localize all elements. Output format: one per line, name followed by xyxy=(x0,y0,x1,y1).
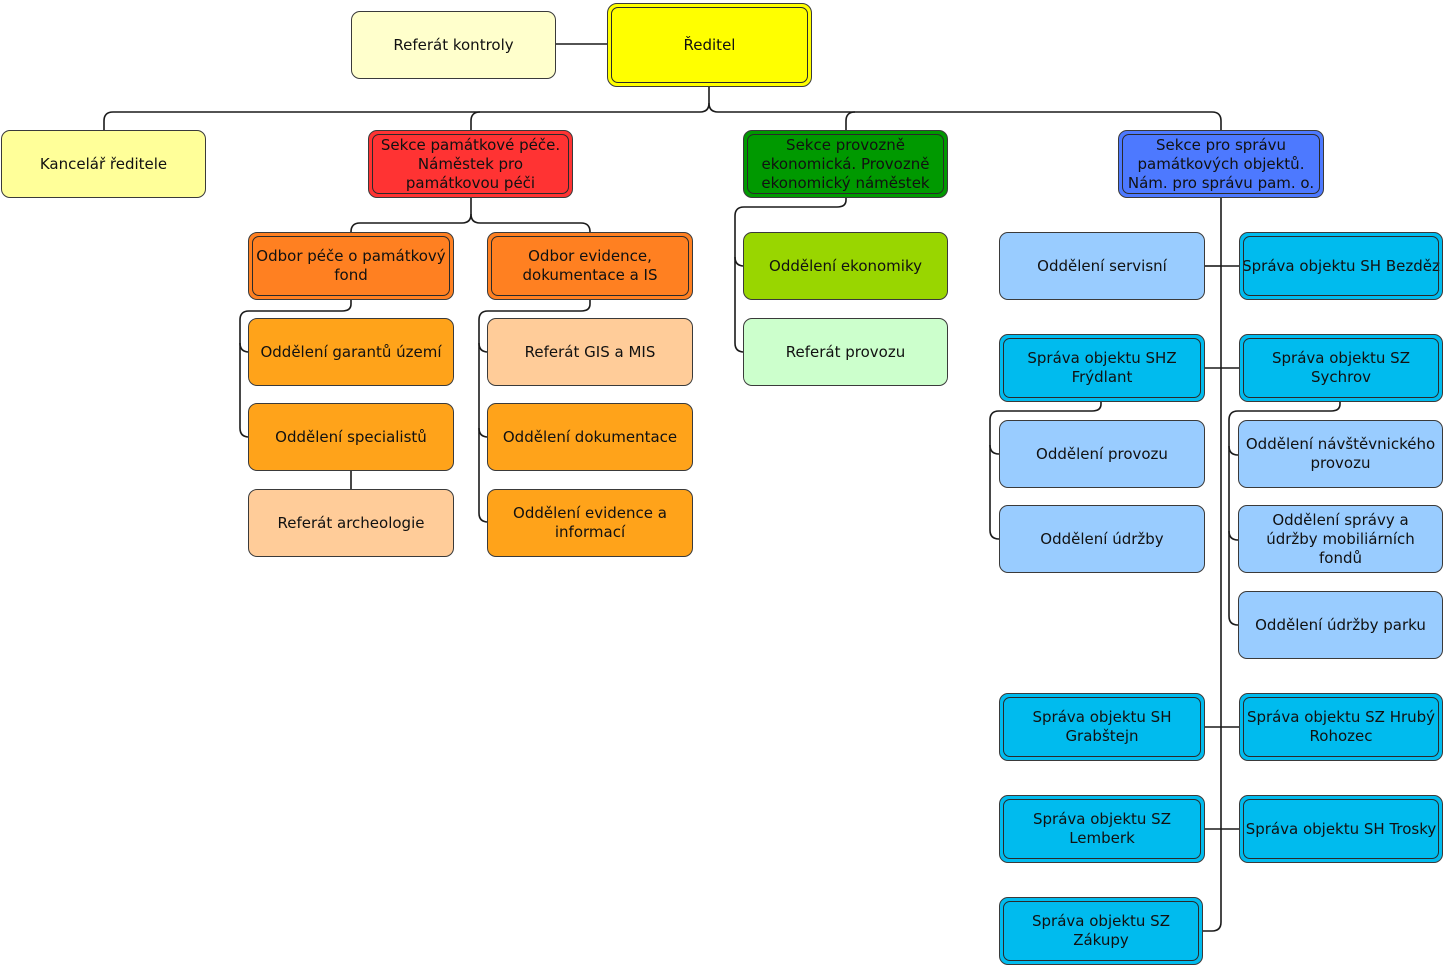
node-director: Ředitel xyxy=(607,3,812,87)
connector-line xyxy=(734,256,745,267)
node-bezdez: Správa objektu SH Bezděz xyxy=(1239,232,1443,300)
node-hruby-rohozec: Správa objektu SZ Hrubý Rohozec xyxy=(1239,693,1443,761)
connector-line xyxy=(470,111,481,130)
node-zakupy: Správa objektu SZ Zákupy xyxy=(999,897,1203,965)
node-operation: Referát provozu xyxy=(743,318,948,386)
connector-line xyxy=(989,402,1102,540)
node-control: Referát kontroly xyxy=(351,11,556,79)
node-fr-maintenance: Oddělení údržby xyxy=(999,505,1205,573)
connector-line xyxy=(103,86,710,130)
node-archeology: Referát archeologie xyxy=(248,489,454,557)
connector-line xyxy=(1228,445,1239,456)
connector-line xyxy=(1203,198,1222,932)
node-service: Oddělení servisní xyxy=(999,232,1205,300)
connector-line xyxy=(734,198,847,353)
node-specialists: Oddělení specialistů xyxy=(248,403,454,471)
node-sec-econ: Sekce provozně ekonomická. Provozně ekon… xyxy=(743,130,948,198)
node-sychrov: Správa objektu SZ Sychrov xyxy=(1239,334,1443,402)
connector-line xyxy=(470,213,591,233)
node-dept-care: Odbor péče o památkový fond xyxy=(248,232,454,300)
node-documentation: Oddělení dokumentace xyxy=(487,403,693,471)
node-lemberk: Správa objektu SZ Lemberk xyxy=(999,795,1205,863)
node-grabstejn: Správa objektu SH Grabštejn xyxy=(999,693,1205,761)
connector-line xyxy=(239,342,250,353)
node-sec-heritage: Sekce památkové péče. Náměstek pro památ… xyxy=(368,130,573,198)
connector-line xyxy=(478,427,489,438)
node-evidence: Oddělení evidence a informací xyxy=(487,489,693,557)
node-sec-objects: Sekce pro správu památkových objektů. Ná… xyxy=(1118,130,1324,198)
node-fr-operation: Oddělení provozu xyxy=(999,420,1205,488)
connector-line xyxy=(478,300,591,523)
node-mobiliar: Oddělení správy a údržby mobiliárních fo… xyxy=(1238,505,1443,573)
connector-line xyxy=(239,300,352,438)
node-visitor: Oddělení návštěvnického provozu xyxy=(1238,420,1443,488)
node-economy: Oddělení ekonomiky xyxy=(743,232,948,300)
connector-line xyxy=(1228,402,1341,626)
connector-line xyxy=(989,444,1000,455)
node-garant: Oddělení garantů území xyxy=(248,318,454,386)
node-trosky: Správa objektu SH Trosky xyxy=(1239,795,1443,863)
node-gis: Referát GIS a MIS xyxy=(487,318,693,386)
connector-line xyxy=(1228,530,1239,541)
connector-line xyxy=(478,342,489,353)
node-office: Kancelář ředitele xyxy=(1,130,206,198)
connector-line xyxy=(350,198,472,233)
connector-line xyxy=(708,102,1222,130)
node-park: Oddělení údržby parku xyxy=(1238,591,1443,659)
connector-line xyxy=(845,111,856,130)
node-frydlant: Správa objektu SHZ Frýdlant xyxy=(999,334,1205,402)
node-dept-evid: Odbor evidence, dokumentace a IS xyxy=(487,232,693,300)
